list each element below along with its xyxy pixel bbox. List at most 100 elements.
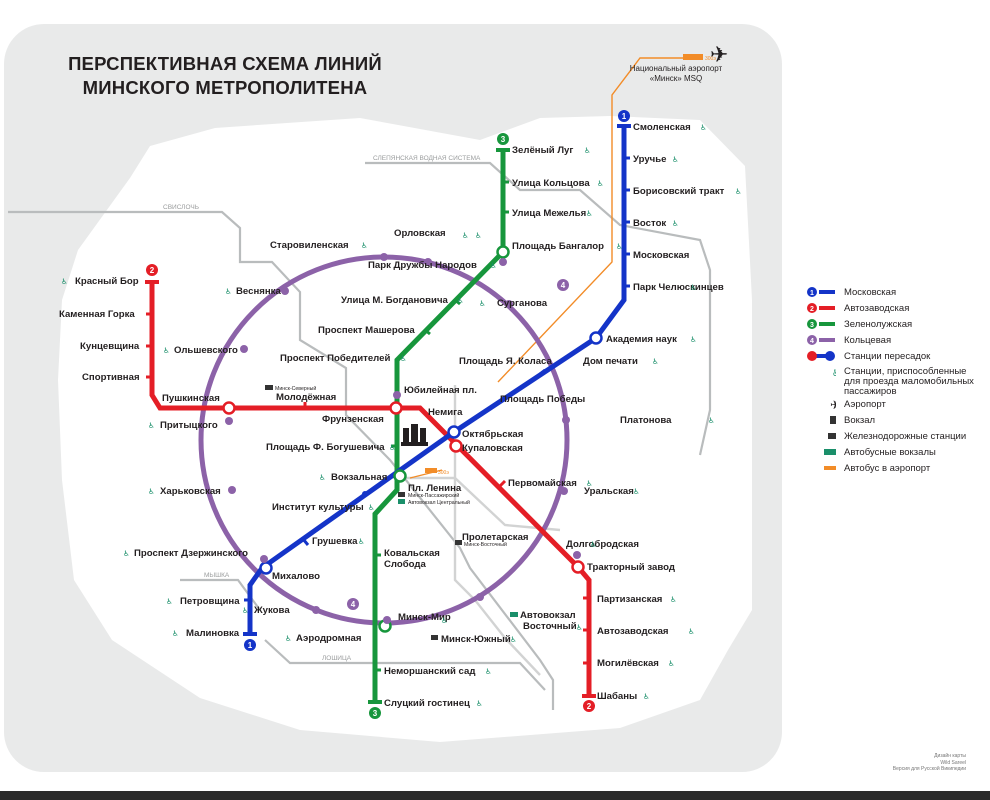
station-ulitsa-mezhelya[interactable]: Улица Межелья: [512, 208, 586, 219]
station-ploshchad-pobedy[interactable]: Площадь Победы: [500, 394, 585, 405]
legend-bus-stations: Автобусные вокзалы: [806, 446, 986, 462]
station-prityskogo[interactable]: Притыцкого: [160, 420, 218, 431]
svg-text:4: 4: [810, 338, 814, 345]
sviloch-river: [8, 210, 555, 710]
station-partizanskaya[interactable]: Партизанская: [597, 594, 662, 605]
station-platonova[interactable]: Платонова: [620, 415, 672, 426]
station-institut-kultury[interactable]: Институт культуры: [272, 502, 364, 513]
station-sportivnaya[interactable]: Спортивная: [82, 372, 140, 383]
station-nemorshansky-sad[interactable]: Неморшанский сад: [384, 666, 475, 677]
station-park-druzhby[interactable]: Парк Дружбы Народов: [368, 260, 477, 271]
station-avtozavodskaya[interactable]: Автозаводская: [597, 626, 669, 637]
svg-text:3: 3: [810, 322, 814, 329]
station-vostok[interactable]: Восток: [633, 218, 666, 229]
station-mikhalovo[interactable]: Михалово: [272, 571, 320, 582]
station-slutsky-gostinets[interactable]: Слуцкий гостинец: [384, 698, 470, 709]
station-pervomayskaya[interactable]: Первомайская: [508, 478, 577, 489]
station-kovalskaya-line2[interactable]: Слобода: [384, 559, 427, 570]
station-oktyabrskaya[interactable]: Октябрьская: [462, 429, 523, 440]
rail-label-minsk-vostochny: Минск-Восточный: [464, 541, 507, 548]
legend-line1-label: Московская: [844, 287, 897, 298]
station-kupalovskaya[interactable]: Купаловская: [462, 443, 523, 454]
station-zeleny-lug[interactable]: Зелёный Луг: [512, 145, 573, 156]
svg-text:300э: 300э: [438, 470, 449, 476]
line2-track: [149, 282, 592, 696]
station-frunzenskaya[interactable]: Фрунзенская: [322, 414, 384, 425]
station-prospekt-dzerzhinskogo[interactable]: Проспект Дзержинского: [134, 548, 248, 559]
svg-text:2: 2: [150, 266, 155, 275]
train-station-icon: [830, 416, 836, 424]
station-dom-pechati[interactable]: Дом печати: [583, 356, 638, 367]
rail-icon-severny: [265, 385, 273, 390]
station-nemiga[interactable]: Немига: [428, 407, 463, 418]
station-yubileynaya[interactable]: Юбилейная пл.: [404, 385, 477, 396]
station-pl-lenina[interactable]: Пл. Ленина: [408, 483, 462, 494]
svg-text:♿: ♿: [148, 487, 155, 496]
station-avtovokzal-line1[interactable]: Автовокзал: [520, 610, 576, 621]
station-shabany[interactable]: Шабаны: [597, 691, 637, 702]
station-malinovka[interactable]: Малиновка: [186, 628, 240, 639]
airport-name-line1: Национальный аэропорт: [630, 64, 723, 73]
station-ulitsa-koltsova[interactable]: Улица Кольцова: [512, 178, 590, 189]
station-park-chelyuskintsev[interactable]: Парк Челюскинцев: [633, 282, 724, 293]
station-surganova[interactable]: Сурганова: [497, 298, 548, 309]
svg-text:4: 4: [351, 600, 356, 609]
station-prospekt-pobediteley[interactable]: Проспект Победителей: [280, 353, 390, 364]
station-minsk-yuzhny[interactable]: Минск-Южный: [441, 634, 511, 645]
station-orlovskaya[interactable]: Орловская: [394, 228, 446, 239]
svg-text:♿: ♿: [225, 287, 232, 296]
station-kovalskaya-line1[interactable]: Ковальская: [384, 548, 440, 559]
station-mogilevskaya[interactable]: Могилёвская: [597, 658, 659, 669]
station-petrovshchina[interactable]: Петровщина: [180, 596, 240, 607]
station-kamennaya-gorka[interactable]: Каменная Горка: [59, 309, 135, 320]
station-ploshchad-kolasa[interactable]: Площадь Я. Коласа: [459, 356, 553, 367]
station-moskovskaya[interactable]: Московская: [633, 250, 689, 261]
svg-text:♿: ♿: [172, 629, 179, 638]
station-starovilenskaya[interactable]: Старовиленская: [270, 240, 349, 251]
station-ploshchad-bogushevicha[interactable]: Площадь Ф. Богушевича: [266, 442, 385, 453]
svg-text:♿: ♿: [586, 209, 593, 218]
station-prospekt-masherova[interactable]: Проспект Машерова: [318, 325, 415, 336]
svg-text:♿: ♿: [597, 179, 604, 188]
station-grushevka[interactable]: Грушевка: [312, 536, 358, 547]
station-olshevskogo[interactable]: Ольшевского: [174, 345, 238, 356]
station-zhukova[interactable]: Жукова: [253, 605, 290, 616]
svg-text:1: 1: [810, 290, 814, 297]
svg-text:♿: ♿: [690, 283, 697, 292]
station-kharkovskaya[interactable]: Харьковская: [160, 486, 221, 497]
legend-line2: 2 Автозаводская: [806, 302, 986, 318]
svg-text:♿: ♿: [358, 537, 365, 546]
svg-text:♿: ♿: [668, 659, 675, 668]
station-vesnyanka[interactable]: Веснянка: [236, 286, 281, 297]
svg-text:♿: ♿: [441, 616, 448, 625]
myshka-label: МЫШКА: [204, 572, 230, 579]
line4-badge-sw: 4: [347, 598, 359, 610]
station-aerodromnaya[interactable]: Аэродромная: [296, 633, 361, 644]
slepyanka-label: СЛЕПЯНСКАЯ ВОДНАЯ СИСТЕМА: [373, 155, 481, 162]
station-pushkinskaya[interactable]: Пушкинская: [162, 393, 220, 404]
accessible-icons: ♿♿♿ ♿♿♿ ♿♿♿ ♿♿♿ ♿♿♿ ♿♿♿ ♿♿♿ ♿♿♿ ♿♿♿ ♿♿♿ …: [61, 123, 742, 708]
station-molodezhnaya[interactable]: Молодёжная: [276, 392, 336, 403]
station-uralskaya[interactable]: Уральская: [584, 486, 634, 497]
station-smolenskaya[interactable]: Смоленская: [633, 122, 691, 133]
airport-name-line2: «Минск» MSQ: [650, 74, 702, 83]
rail-label-minsk-severny: Минск-Северный: [275, 385, 316, 392]
station-ulitsa-bogdanovicha[interactable]: Улица М. Богдановича: [341, 295, 449, 306]
station-kuntsevshchina[interactable]: Кунцевщина: [80, 341, 140, 352]
station-borisovsky-trakt[interactable]: Борисовский тракт: [633, 186, 725, 197]
legend-transfer-label: Станции пересадок: [844, 351, 931, 362]
svg-text:300э: 300э: [705, 56, 716, 62]
airplane-icon: ✈: [710, 43, 728, 68]
station-proletarskaya[interactable]: Пролетарская: [462, 532, 529, 543]
svg-text:♿: ♿: [490, 261, 497, 270]
svg-text:♿: ♿: [242, 606, 249, 615]
station-krasny-bor[interactable]: Красный Бор: [75, 276, 139, 287]
station-traktorny-zavod[interactable]: Тракторный завод: [587, 562, 675, 573]
station-dolgobrodskaya[interactable]: Долгобродская: [566, 539, 639, 550]
station-akademiya-nauk[interactable]: Академия наук: [606, 334, 677, 345]
station-ploshchad-bangalor[interactable]: Площадь Бангалор: [512, 241, 604, 252]
station-uruchye[interactable]: Уручье: [633, 154, 666, 165]
station-vokzalnaya[interactable]: Вокзальная: [331, 472, 387, 483]
station-avtovokzal-line2[interactable]: Восточный: [523, 621, 577, 632]
station-minsk-mir[interactable]: Минск-Мир: [398, 612, 451, 623]
